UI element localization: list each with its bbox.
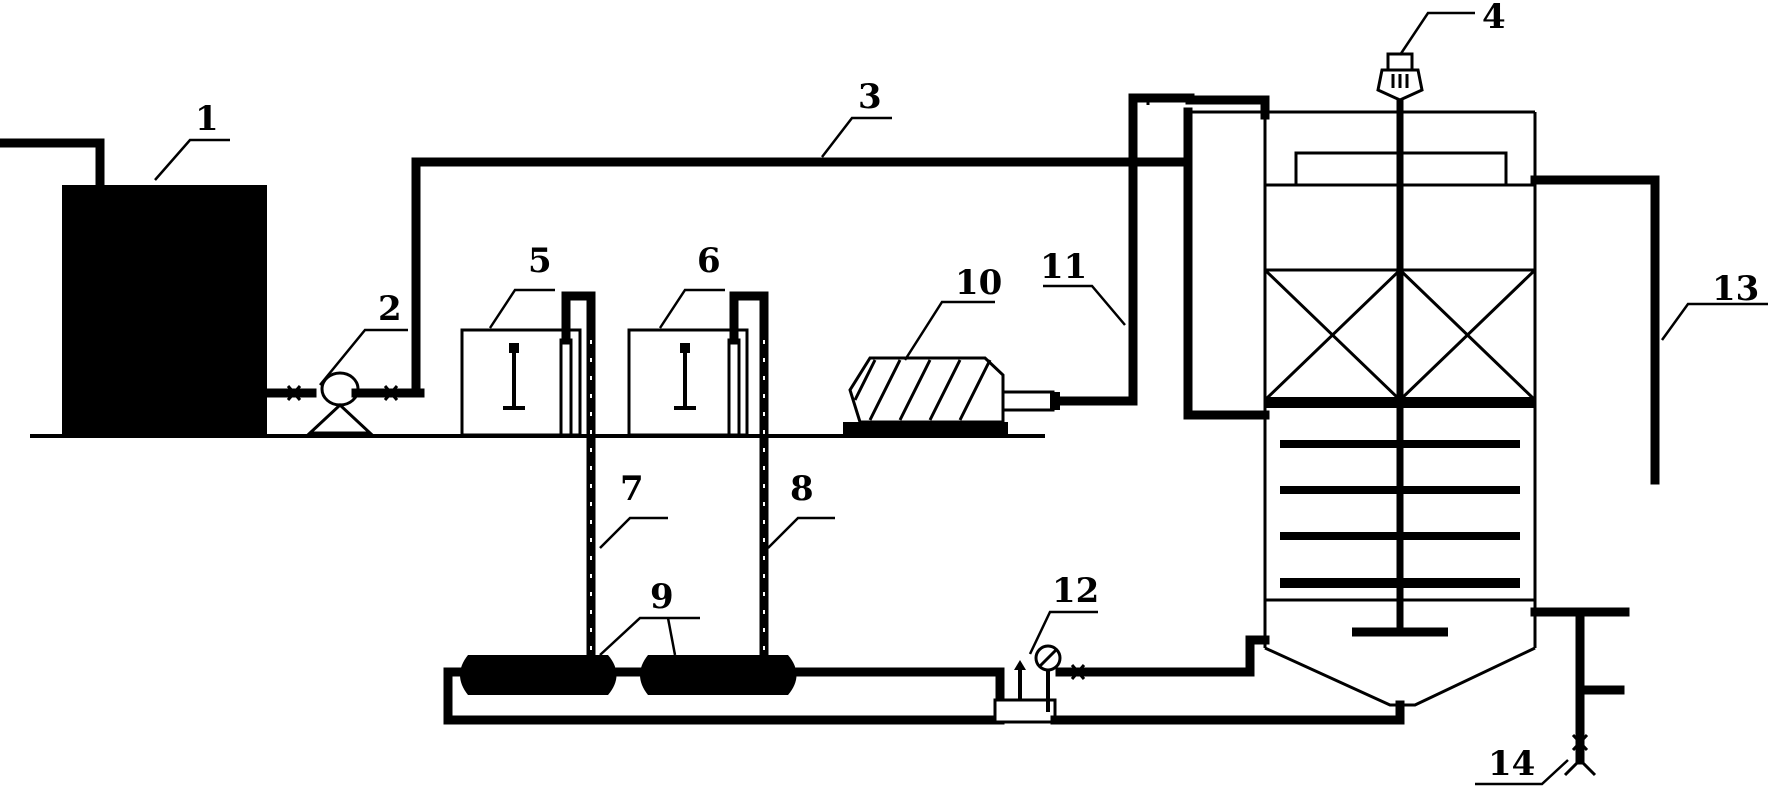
- label-group-13: 13: [1660, 269, 1768, 341]
- label-3: 3: [858, 77, 882, 117]
- label-14: 14: [1488, 744, 1535, 784]
- label-group-12: 12: [1028, 571, 1099, 655]
- label-4: 4: [1482, 0, 1506, 37]
- label-group-4: 4: [1398, 0, 1506, 56]
- sludge-discharge: [1530, 607, 1630, 777]
- label-1: 1: [195, 99, 219, 139]
- label-5: 5: [528, 241, 552, 281]
- label-9: 9: [650, 577, 674, 617]
- dosing-tank-5: [460, 291, 596, 663]
- feed-pipe: [411, 157, 1193, 398]
- label-7: 7: [620, 469, 644, 509]
- effluent-pipe: [1530, 175, 1660, 485]
- label-10: 10: [955, 263, 1002, 303]
- label-group-8: 8: [767, 469, 835, 549]
- feed-pump: [262, 371, 425, 435]
- feed-tank: [0, 138, 267, 435]
- label-2: 2: [378, 289, 402, 329]
- label-group-11: 11: [1040, 247, 1126, 326]
- label-13: 13: [1712, 269, 1759, 309]
- label-group-5: 5: [488, 241, 555, 329]
- stirrer-motor: [1376, 52, 1424, 102]
- air-pipe: [1055, 93, 1270, 406]
- label-6: 6: [697, 241, 721, 281]
- label-group-3: 3: [821, 77, 892, 158]
- label-group-6: 6: [658, 241, 725, 329]
- reactor-column: [1183, 95, 1537, 707]
- label-group-10: 10: [903, 263, 1002, 361]
- label-11: 11: [1040, 247, 1087, 287]
- label-8: 8: [790, 469, 814, 509]
- air-compressor: [843, 356, 1060, 435]
- label-group-14: 14: [1475, 744, 1569, 786]
- static-mixers: [443, 655, 1005, 725]
- label-group-9: 9: [599, 577, 700, 656]
- recycle-valve: [993, 635, 1405, 725]
- label-group-2: 2: [319, 289, 408, 386]
- label-group-7: 7: [599, 469, 668, 549]
- label-group-1: 1: [154, 99, 230, 181]
- dosing-tank-6: [627, 291, 769, 663]
- label-12: 12: [1052, 571, 1099, 611]
